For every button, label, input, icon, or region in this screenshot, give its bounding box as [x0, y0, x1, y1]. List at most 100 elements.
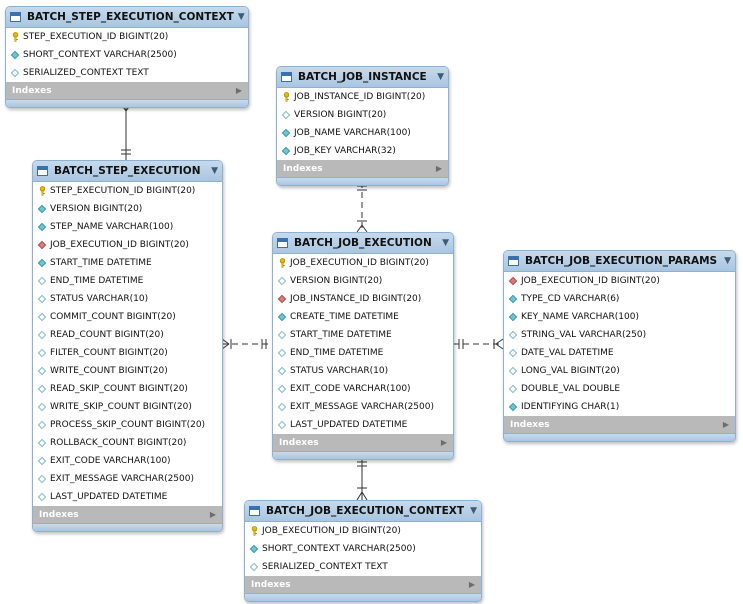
table-header[interactable]: BATCH_JOB_EXECUTION_PARAMS▼ — [504, 251, 735, 272]
column-row[interactable]: SHORT_CONTEXT VARCHAR(2500) — [245, 540, 481, 558]
indexes-bar[interactable]: Indexes▶ — [273, 434, 453, 451]
table-icon — [37, 166, 48, 176]
collapse-triangle-down-icon[interactable]: ▼ — [724, 256, 731, 266]
column-row[interactable]: END_TIME DATETIME — [273, 344, 453, 362]
column-row[interactable]: TYPE_CD VARCHAR(6) — [504, 290, 735, 308]
column-row[interactable]: CREATE_TIME DATETIME — [273, 308, 453, 326]
expand-triangle-right-icon[interactable]: ▶ — [209, 510, 216, 519]
hollow-diamond-icon — [37, 276, 47, 286]
table-footer — [273, 451, 453, 459]
table-header[interactable]: BATCH_JOB_INSTANCE▼ — [277, 67, 448, 88]
column-row[interactable]: JOB_INSTANCE_ID BIGINT(20) — [273, 290, 453, 308]
expand-triangle-right-icon[interactable]: ▶ — [468, 580, 475, 589]
indexes-bar[interactable]: Indexes▶ — [504, 416, 735, 433]
column-label: START_TIME DATETIME — [290, 330, 392, 340]
table-title: BATCH_JOB_EXECUTION — [294, 237, 432, 249]
column-row[interactable]: EXIT_MESSAGE VARCHAR(2500) — [33, 470, 222, 488]
table-header[interactable]: BATCH_STEP_EXECUTION ▼ — [33, 161, 222, 182]
indexes-bar[interactable]: Indexes▶ — [6, 82, 248, 99]
column-row[interactable]: STEP_NAME VARCHAR(100) — [33, 218, 222, 236]
column-row[interactable]: EXIT_CODE VARCHAR(100) — [33, 452, 222, 470]
filled-diamond-icon — [277, 312, 287, 322]
column-row[interactable]: JOB_NAME VARCHAR(100) — [277, 124, 448, 142]
column-row[interactable]: STEP_EXECUTION_ID BIGINT(20) — [33, 182, 222, 200]
expand-triangle-right-icon[interactable]: ▶ — [722, 420, 729, 429]
column-row[interactable]: SHORT_CONTEXT VARCHAR(2500) — [6, 46, 248, 64]
expand-triangle-right-icon[interactable]: ▶ — [440, 438, 447, 447]
column-label: SHORT_CONTEXT VARCHAR(2500) — [262, 544, 416, 554]
indexes-bar[interactable]: Indexes▶ — [245, 576, 481, 593]
expand-triangle-right-icon[interactable]: ▶ — [235, 86, 242, 95]
column-row[interactable]: KEY_NAME VARCHAR(100) — [504, 308, 735, 326]
column-row[interactable]: VERSION BIGINT(20) — [277, 106, 448, 124]
hollow-diamond-icon — [10, 68, 20, 78]
collapse-triangle-down-icon[interactable]: ▼ — [437, 72, 444, 82]
column-row[interactable]: JOB_KEY VARCHAR(32) — [277, 142, 448, 160]
column-row[interactable]: READ_SKIP_COUNT BIGINT(20) — [33, 380, 222, 398]
column-row[interactable]: STATUS VARCHAR(10) — [273, 362, 453, 380]
table-batch-step-execution-context[interactable]: BATCH_STEP_EXECUTION_CONTEXT▼STEP_EXECUT… — [5, 6, 249, 108]
table-batch-job-execution-params[interactable]: BATCH_JOB_EXECUTION_PARAMS▼ JOB_EXECUTION… — [503, 250, 736, 442]
table-header[interactable]: BATCH_JOB_EXECUTION ▼ — [273, 233, 453, 254]
column-row[interactable]: WRITE_COUNT BIGINT(20) — [33, 362, 222, 380]
column-row[interactable]: WRITE_SKIP_COUNT BIGINT(20) — [33, 398, 222, 416]
column-label: JOB_EXECUTION_ID BIGINT(20) — [521, 276, 660, 286]
filled-diamond-icon — [37, 258, 47, 268]
column-row[interactable]: END_TIME DATETIME — [33, 272, 222, 290]
table-title: BATCH_STEP_EXECUTION — [54, 165, 201, 177]
column-label: END_TIME DATETIME — [50, 276, 144, 286]
collapse-triangle-down-icon[interactable]: ▼ — [442, 238, 449, 248]
column-row[interactable]: STRING_VAL VARCHAR(250) — [504, 326, 735, 344]
red-diamond-icon — [277, 294, 287, 304]
table-batch-job-execution-context[interactable]: BATCH_JOB_EXECUTION_CONTEXT▼JOB_EXECUTIO… — [244, 500, 482, 602]
column-row[interactable]: EXIT_MESSAGE VARCHAR(2500) — [273, 398, 453, 416]
table-header[interactable]: BATCH_STEP_EXECUTION_CONTEXT▼ — [6, 7, 248, 28]
column-row[interactable]: IDENTIFYING CHAR(1) — [504, 398, 735, 416]
column-label: JOB_NAME VARCHAR(100) — [294, 128, 411, 138]
collapse-triangle-down-icon[interactable]: ▼ — [470, 506, 477, 516]
link-step-context-to-step-execution — [120, 103, 132, 160]
column-row[interactable]: PROCESS_SKIP_COUNT BIGINT(20) — [33, 416, 222, 434]
column-row[interactable]: JOB_EXECUTION_ID BIGINT(20) — [504, 272, 735, 290]
indexes-bar[interactable]: Indexes ▶ — [277, 160, 448, 177]
column-row[interactable]: STATUS VARCHAR(10) — [33, 290, 222, 308]
indexes-label: Indexes — [283, 163, 323, 174]
table-header[interactable]: BATCH_JOB_EXECUTION_CONTEXT▼ — [245, 501, 481, 522]
column-row[interactable]: JOB_EXECUTION_ID BIGINT(20) — [245, 522, 481, 540]
hollow-diamond-icon — [277, 402, 287, 412]
column-row[interactable]: JOB_EXECUTION_ID BIGINT(20) — [273, 254, 453, 272]
column-row[interactable]: EXIT_CODE VARCHAR(100) — [273, 380, 453, 398]
column-row[interactable]: FILTER_COUNT BIGINT(20) — [33, 344, 222, 362]
column-row[interactable]: DOUBLE_VAL DOUBLE — [504, 380, 735, 398]
column-row[interactable]: STEP_EXECUTION_ID BIGINT(20) — [6, 28, 248, 46]
column-row[interactable]: START_TIME DATETIME — [273, 326, 453, 344]
hollow-diamond-icon — [277, 366, 287, 376]
table-batch-job-execution[interactable]: BATCH_JOB_EXECUTION ▼ JOB_EXECUTION_ID BIG… — [272, 232, 454, 460]
column-row[interactable]: ROLLBACK_COUNT BIGINT(20) — [33, 434, 222, 452]
key-icon — [249, 526, 259, 536]
table-batch-job-instance[interactable]: BATCH_JOB_INSTANCE▼JOB_INSTANCE_ID BIGIN… — [276, 66, 449, 186]
key-icon — [10, 32, 20, 42]
expand-triangle-right-icon[interactable]: ▶ — [435, 164, 442, 173]
column-label: EXIT_CODE VARCHAR(100) — [50, 456, 171, 466]
collapse-triangle-down-icon[interactable]: ▼ — [237, 12, 245, 22]
hollow-diamond-icon — [277, 384, 287, 394]
table-batch-step-execution[interactable]: BATCH_STEP_EXECUTION ▼ STEP_EXECUTION_ID B… — [32, 160, 223, 532]
column-row[interactable]: JOB_EXECUTION_ID BIGINT(20) — [33, 236, 222, 254]
column-row[interactable]: VERSION BIGINT(20) — [273, 272, 453, 290]
column-row[interactable]: COMMIT_COUNT BIGINT(20) — [33, 308, 222, 326]
column-row[interactable]: SERIALIZED_CONTEXT TEXT — [6, 64, 248, 82]
table-icon — [249, 506, 260, 516]
column-row[interactable]: VERSION BIGINT(20) — [33, 200, 222, 218]
column-row[interactable]: READ_COUNT BIGINT(20) — [33, 326, 222, 344]
collapse-triangle-down-icon[interactable]: ▼ — [211, 166, 218, 176]
column-row[interactable]: START_TIME DATETIME — [33, 254, 222, 272]
column-row[interactable]: LONG_VAL BIGINT(20) — [504, 362, 735, 380]
hollow-diamond-icon — [37, 402, 47, 412]
column-row[interactable]: DATE_VAL DATETIME — [504, 344, 735, 362]
column-row[interactable]: LAST_UPDATED DATETIME — [273, 416, 453, 434]
column-row[interactable]: SERIALIZED_CONTEXT TEXT — [245, 558, 481, 576]
column-row[interactable]: LAST_UPDATED DATETIME — [33, 488, 222, 506]
column-row[interactable]: JOB_INSTANCE_ID BIGINT(20) — [277, 88, 448, 106]
indexes-bar[interactable]: Indexes▶ — [33, 506, 222, 523]
